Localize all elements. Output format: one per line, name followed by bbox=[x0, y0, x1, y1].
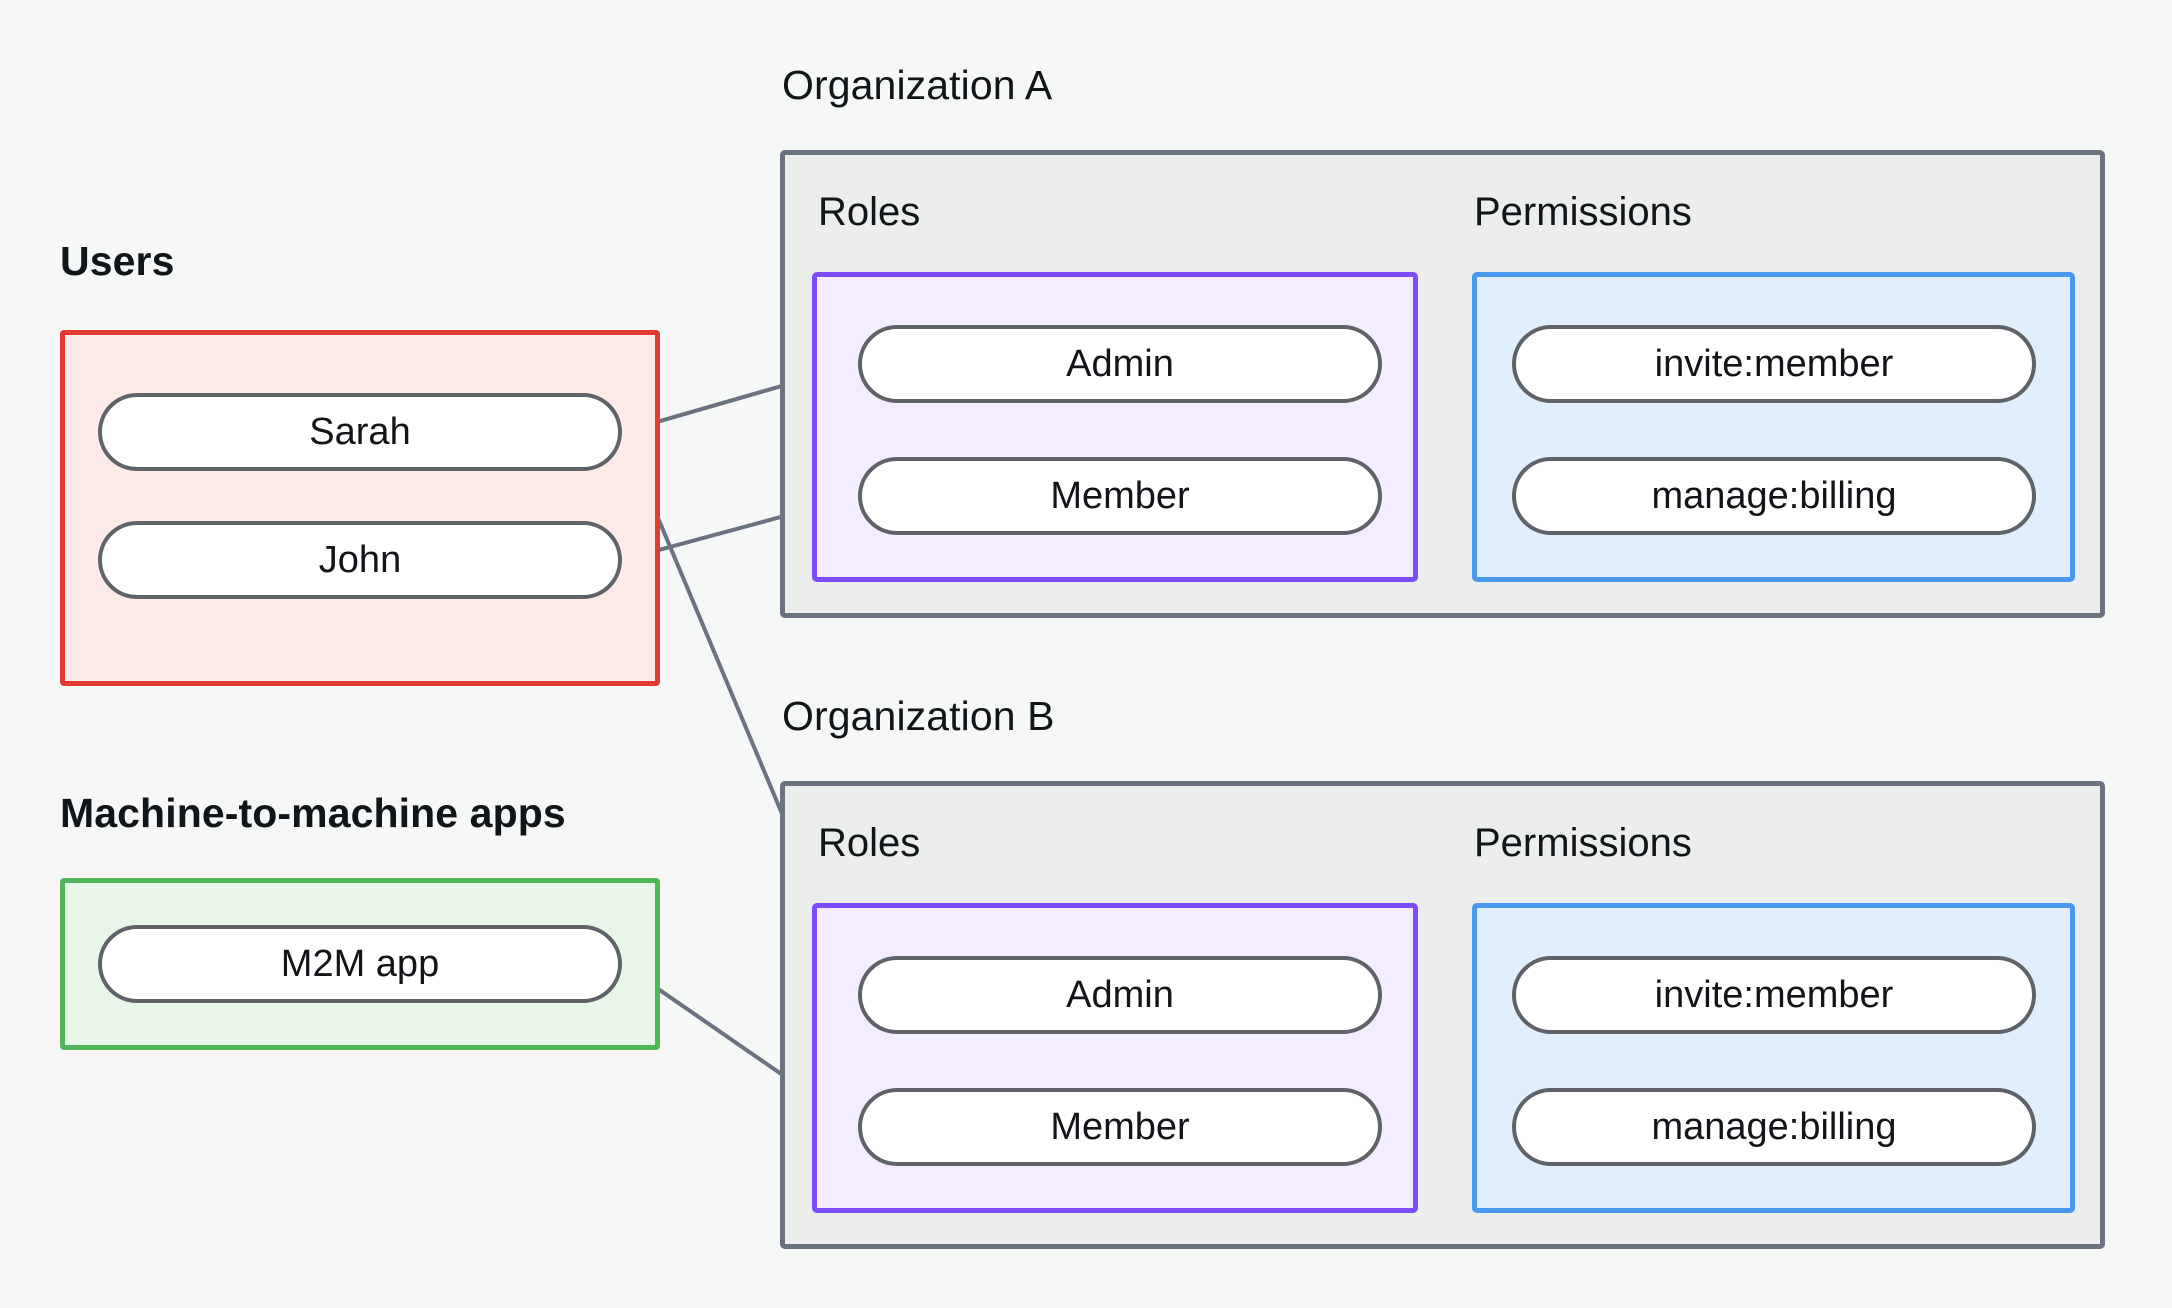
m2m-pill-app[interactable]: M2M app bbox=[98, 925, 622, 1003]
org-a-permission-pill-manage-billing[interactable]: manage:billing bbox=[1512, 457, 2036, 535]
org-b-role-pill-member[interactable]: Member bbox=[858, 1088, 1382, 1166]
org-a-roles-container bbox=[812, 272, 1418, 582]
m2m-group-label: Machine-to-machine apps bbox=[60, 790, 566, 836]
org-b-permissions-heading: Permissions bbox=[1474, 821, 1692, 865]
org-a-roles-heading: Roles bbox=[818, 190, 921, 234]
org-a-permission-pill-invite-member[interactable]: invite:member bbox=[1512, 325, 2036, 403]
org-b-title: Organization B bbox=[782, 693, 1055, 739]
org-b-roles-container bbox=[812, 903, 1418, 1213]
org-a-role-pill-member[interactable]: Member bbox=[858, 457, 1382, 535]
org-a-permissions-heading: Permissions bbox=[1474, 190, 1692, 234]
org-b-permission-pill-manage-billing[interactable]: manage:billing bbox=[1512, 1088, 2036, 1166]
org-a-title: Organization A bbox=[782, 62, 1053, 108]
org-b-permissions-container bbox=[1472, 903, 2075, 1213]
user-pill-john[interactable]: John bbox=[98, 521, 622, 599]
org-b-roles-heading: Roles bbox=[818, 821, 921, 865]
org-b-permission-pill-invite-member[interactable]: invite:member bbox=[1512, 956, 2036, 1034]
org-a-role-pill-admin[interactable]: Admin bbox=[858, 325, 1382, 403]
user-pill-sarah[interactable]: Sarah bbox=[98, 393, 622, 471]
org-a-permissions-container bbox=[1472, 272, 2075, 582]
users-group-label: Users bbox=[60, 238, 175, 284]
users-container bbox=[60, 330, 660, 686]
org-b-role-pill-admin[interactable]: Admin bbox=[858, 956, 1382, 1034]
